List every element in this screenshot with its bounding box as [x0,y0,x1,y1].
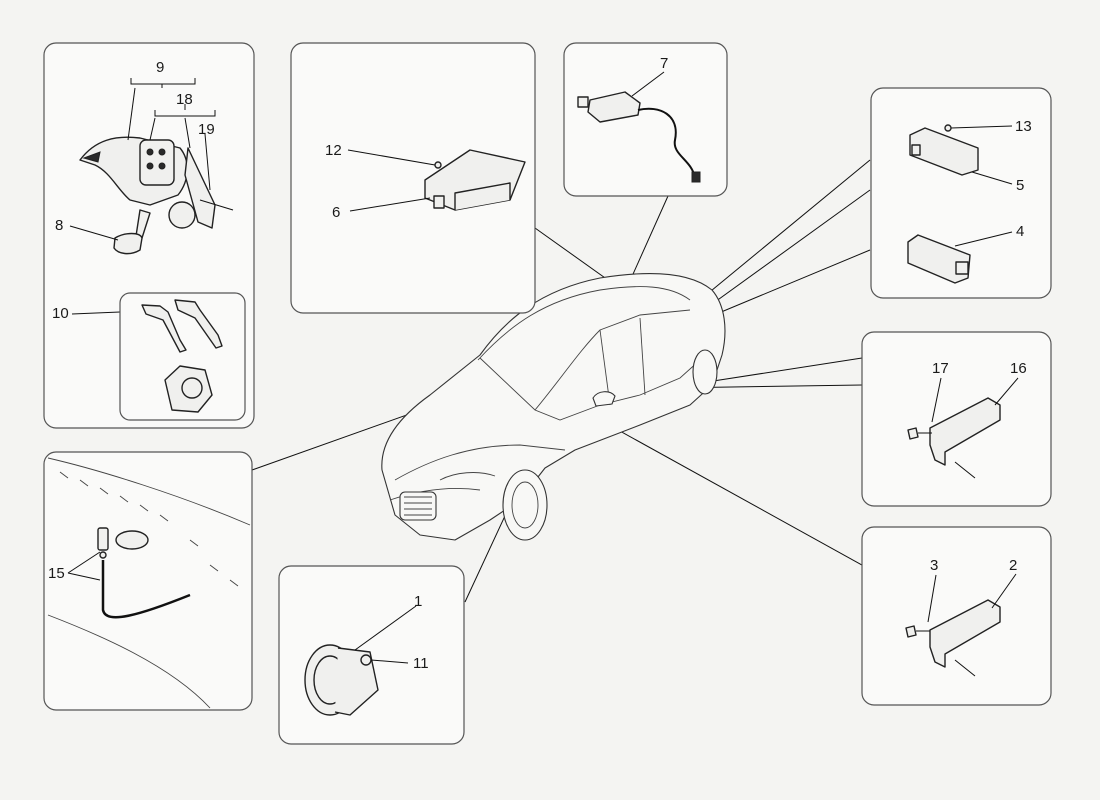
control-module-6 [424,149,526,211]
bracket-16 [929,397,1001,466]
key-reader-antenna [164,365,213,413]
wire-harness-15 [97,527,191,619]
emergency-key-blades [141,299,223,353]
bracket-2 [929,599,1001,668]
callout-18: 18 [176,91,193,108]
panel-control-module [290,42,536,314]
callout-7: 7 [660,55,668,72]
module-4 [907,234,971,284]
callout-1: 1 [414,593,422,610]
module-5 [909,127,979,176]
callout-12: 12 [325,142,342,159]
siren-1 [304,644,379,716]
panel-key-fob [43,42,255,429]
panel-bracket-16 [861,331,1052,507]
antenna-module-7 [577,91,701,183]
callout-16: 16 [1010,360,1027,377]
callout-4: 4 [1016,223,1024,240]
callout-2: 2 [1009,557,1017,574]
callout-10: 10 [52,305,69,322]
callout-8: 8 [55,217,63,234]
callout-6: 6 [332,204,340,221]
panel-siren [278,565,465,745]
panel-bracket-2 [861,526,1052,706]
callout-13: 13 [1015,118,1032,135]
key-fob-assembly [79,136,234,255]
callout-3: 3 [930,557,938,574]
callout-9: 9 [156,59,164,76]
callout-5: 5 [1016,177,1024,194]
callout-11: 11 [413,655,429,672]
panel-door-modules [870,87,1052,299]
callout-19: 19 [198,121,215,138]
panel-wiring-15 [43,451,253,711]
panel-antenna [563,42,728,197]
callout-17: 17 [932,360,949,377]
callout-15: 15 [48,565,65,582]
callout-labels: 1 2 3 4 5 6 7 8 9 10 11 12 13 15 16 17 1… [48,55,1032,672]
car-outline [381,272,726,541]
